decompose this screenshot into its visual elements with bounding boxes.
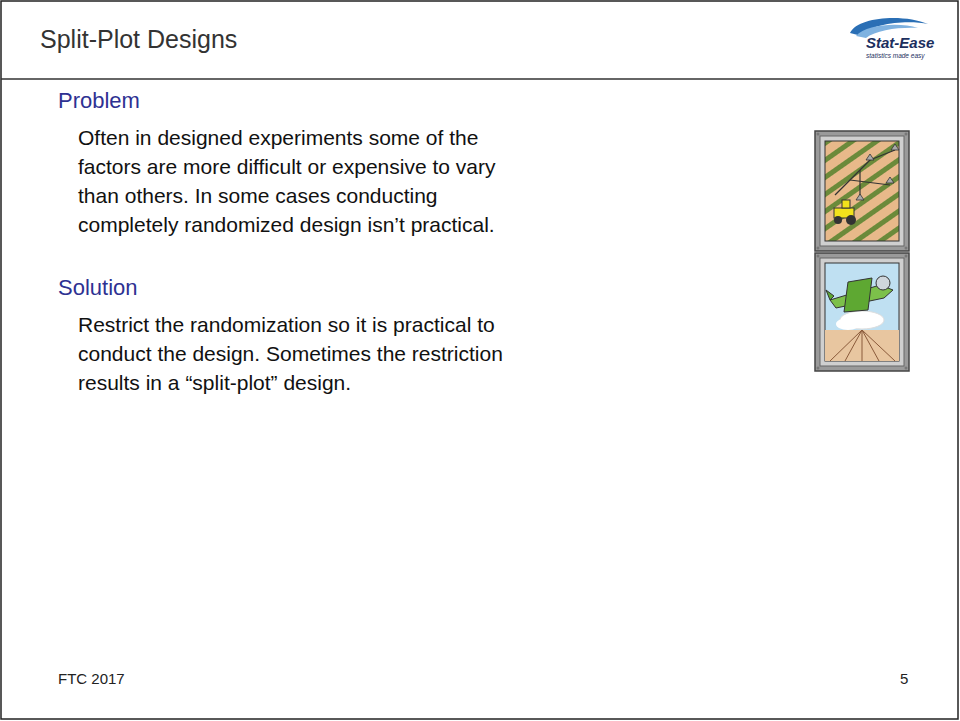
tractor: [834, 200, 856, 225]
field-picture: [815, 131, 909, 251]
logo-tagline: statistics made easy: [866, 52, 925, 59]
body-text: Often in designed experiments some of th…: [78, 123, 523, 239]
airplane: [826, 276, 893, 312]
header-rule: [1, 78, 958, 80]
footer-text: FTC 2017: [58, 670, 125, 687]
page-number: 5: [900, 670, 908, 687]
slide-title: Split-Plot Designs: [40, 25, 237, 54]
section-heading: Problem: [58, 88, 140, 114]
cropduster-picture: [815, 253, 909, 371]
section-heading: Solution: [58, 275, 138, 301]
body-text: Restrict the randomization so it is prac…: [78, 310, 523, 397]
logo-text: Stat-Ease: [866, 34, 934, 51]
